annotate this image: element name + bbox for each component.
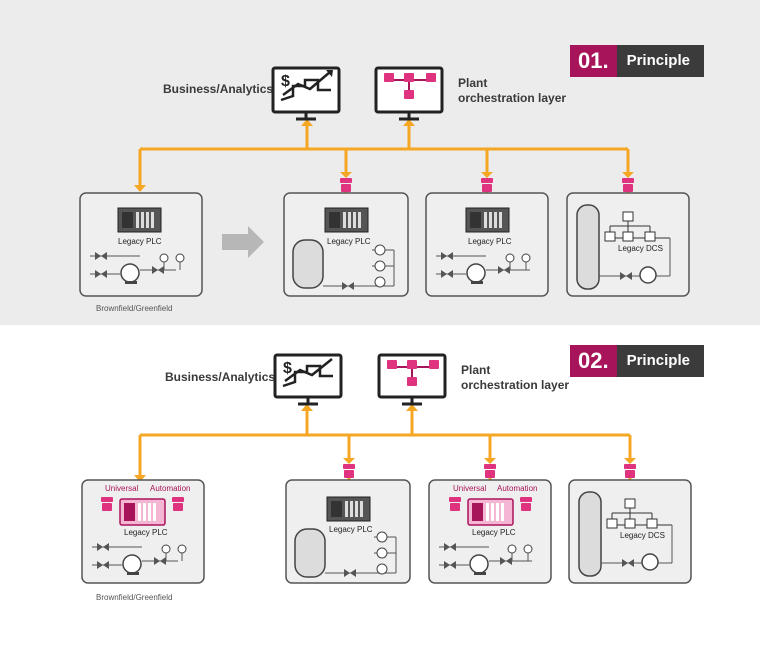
legacy-plc-label: Legacy PLC (118, 237, 162, 246)
business-analytics-label: Business/Analytics (163, 82, 274, 96)
badge-number: 01. (570, 45, 617, 77)
svg-text:$: $ (281, 73, 290, 90)
automation-label: Automation (150, 484, 191, 493)
plant-label-line1: Plant (458, 76, 488, 90)
dcs-box (568, 479, 692, 584)
brownfield-caption: Brownfield/Greenfield (96, 593, 173, 602)
plc-tank-box (285, 479, 411, 584)
panel-principle-01: $ (0, 0, 760, 325)
svg-text:$: $ (283, 360, 292, 377)
universal-automation-box-2 (428, 479, 552, 584)
plant-orchestration-label: Plant orchestration layer (461, 363, 569, 393)
universal-automation-box (81, 479, 205, 584)
badge-label: Principle (616, 45, 704, 77)
valve-icon (95, 252, 164, 278)
business-monitor-icon: $ (271, 66, 341, 121)
plant-label-line2: orchestration layer (458, 91, 567, 105)
principle-badge: 01. Principle (570, 45, 704, 77)
plc-tank-box (283, 192, 409, 297)
plc-icon (324, 207, 369, 233)
plc-box-3 (425, 192, 549, 297)
orchestration-monitor-icon (377, 353, 447, 406)
pump-icon (120, 263, 140, 284)
plant-orchestration-label: Plant orchestration layer (458, 76, 566, 106)
legacy-plc-label: Legacy PLC (327, 237, 371, 246)
connector-icons (343, 464, 636, 478)
connector-icons (340, 178, 634, 192)
business-analytics-label: Business/Analytics (165, 370, 276, 384)
legacy-dcs-label: Legacy DCS (620, 531, 665, 540)
business-monitor-icon: $ (273, 353, 343, 406)
badge-number: 02. (570, 345, 617, 377)
dcs-box (566, 192, 690, 297)
legacy-dcs-label: Legacy DCS (618, 244, 663, 253)
diagram-02: $ (81, 353, 692, 584)
tank-icon (576, 204, 600, 290)
legacy-plc-label: Legacy PLC (472, 528, 516, 537)
plc-icon (465, 207, 510, 233)
universal-label: Universal (105, 484, 139, 493)
plc-icon (117, 207, 162, 233)
legacy-plc-label: Legacy PLC (124, 528, 168, 537)
legacy-plc-label: Legacy PLC (468, 237, 512, 246)
arrow-right-icon (222, 226, 264, 258)
universal-label: Universal (453, 484, 487, 493)
dcs-icon (604, 211, 670, 242)
diagram-01: $ (79, 66, 690, 297)
automation-label: Automation (497, 484, 538, 493)
brownfield-box (79, 192, 203, 297)
badge-label: Principle (616, 345, 704, 377)
brownfield-caption: Brownfield/Greenfield (96, 304, 173, 313)
plant-label-line2: orchestration layer (461, 378, 570, 392)
plant-label-line1: Plant (461, 363, 491, 377)
orchestration-monitor-icon (374, 66, 444, 121)
legacy-plc-label: Legacy PLC (329, 525, 373, 534)
panel-principle-02: $ (0, 325, 760, 650)
principle-badge: 02. Principle (570, 345, 704, 377)
tank-icon (292, 239, 324, 289)
